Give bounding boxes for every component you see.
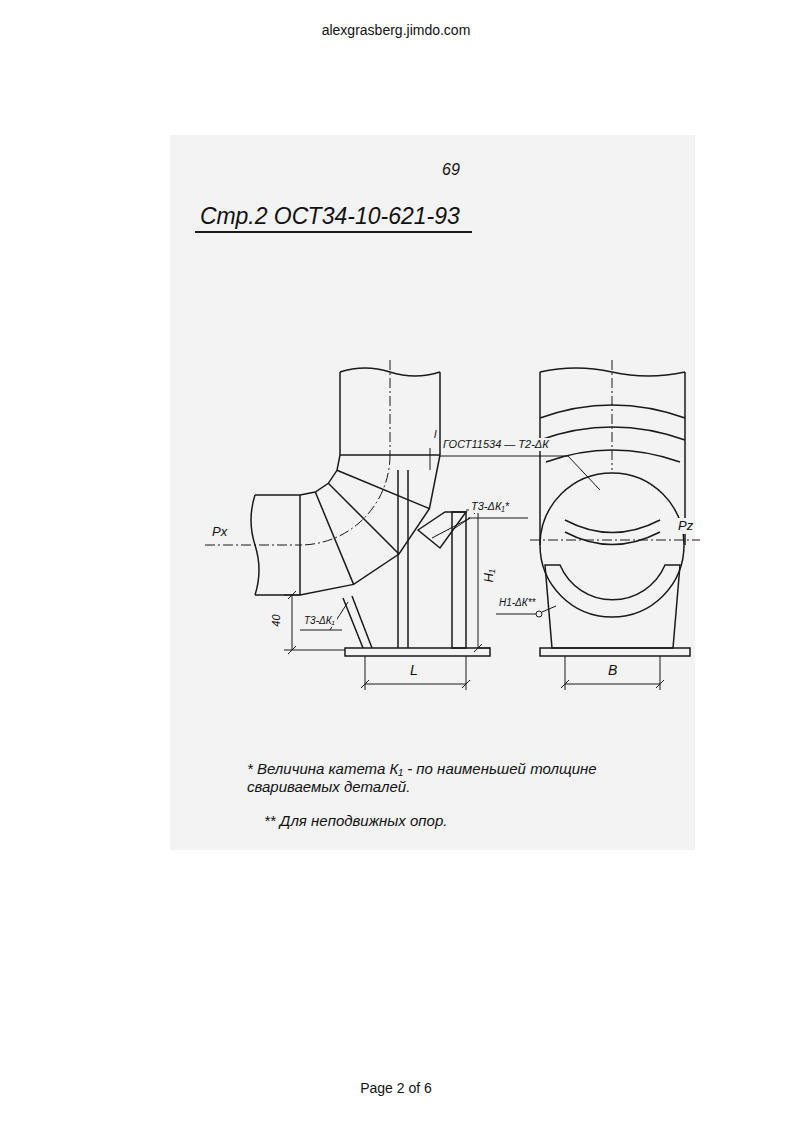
weld-note-text: Н1-ΔК** bbox=[499, 597, 536, 608]
weld-note-text: Т3-ΔК₁ bbox=[304, 615, 335, 626]
weld-note-text: Т3-ΔК₁* bbox=[471, 500, 509, 512]
dimension-label: В bbox=[606, 662, 619, 679]
dimension-label-text: H₁ bbox=[481, 569, 496, 583]
page-footer: Page 2 of 6 bbox=[358, 1080, 434, 1097]
footnote-text: ** Для неподвижных опор. bbox=[264, 812, 447, 829]
footnote: ** Для неподвижных опор. bbox=[262, 812, 449, 830]
standard-title: Стр.2 ОСТ34-10-621-93 bbox=[198, 203, 462, 231]
weld-note: Т3-ΔК₁ bbox=[302, 615, 337, 627]
side-view bbox=[195, 232, 600, 690]
weld-note-text: ГОСТ11534 — Т2-ΔК bbox=[443, 438, 549, 450]
dimension-label-text: l bbox=[434, 428, 436, 440]
footnote-text: * Величина катета К₁ - по наименьшей тол… bbox=[247, 760, 597, 795]
scan-ground bbox=[170, 135, 695, 850]
end-view bbox=[530, 360, 700, 690]
standard-title-text: Стр.2 ОСТ34-10-621-93 bbox=[200, 203, 460, 229]
sheet-number: 69 bbox=[440, 160, 462, 179]
load-label-text: Pz bbox=[678, 518, 693, 533]
footnote: * Величина катета К₁ - по наименьшей тол… bbox=[245, 760, 689, 796]
dimension-label-text: 40 bbox=[270, 614, 282, 626]
weld-note: Т3-ΔК₁* bbox=[469, 500, 511, 513]
page-footer-text: Page 2 of 6 bbox=[360, 1080, 432, 1096]
weld-note: Н1-ΔК** bbox=[497, 597, 538, 609]
load-label: Px bbox=[210, 524, 229, 540]
header-url-text: alexgrasberg.jimdo.com bbox=[322, 22, 471, 38]
dimension-label: 40 bbox=[270, 612, 283, 628]
weld-note: ГОСТ11534 — Т2-ΔК bbox=[441, 438, 551, 451]
load-label-text: Px bbox=[212, 524, 227, 539]
dimension-label-text: L bbox=[410, 662, 418, 678]
dimension-label: l bbox=[432, 428, 438, 441]
dimension-label: H₁ bbox=[481, 567, 497, 585]
load-label: Pz bbox=[676, 518, 695, 534]
sheet-number-text: 69 bbox=[442, 161, 460, 178]
dimension-label: L bbox=[408, 662, 420, 679]
dimension-label-text: В bbox=[608, 662, 617, 678]
header-url: alexgrasberg.jimdo.com bbox=[320, 22, 473, 39]
